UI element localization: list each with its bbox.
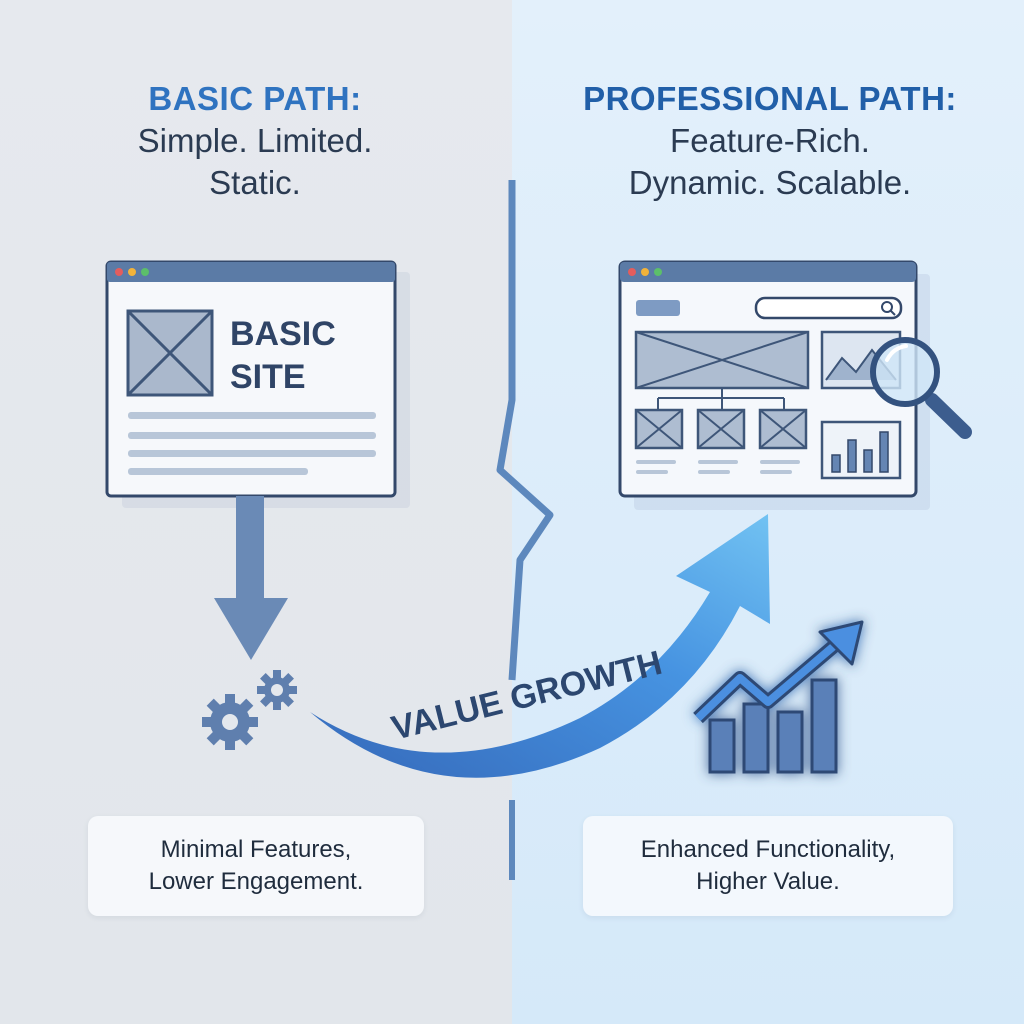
basic-site-window-icon: BASIC SITE — [105, 260, 410, 508]
basic-path-subtitle-line2: Static. — [209, 164, 301, 201]
basic-path-subtitle-line1: Simple. Limited. — [137, 122, 373, 159]
magnifier-icon — [870, 337, 972, 439]
professional-caption-line1: Enhanced Functionality, — [640, 836, 896, 863]
gear-icon — [202, 670, 297, 750]
hero-image-placeholder-icon — [634, 330, 810, 390]
basic-path-heading: BASIC PATH: Simple. Limited. Static. — [60, 80, 450, 204]
basic-path-caption: Minimal Features, Lower Engagement. — [88, 816, 424, 916]
sitemap-icon — [634, 388, 808, 450]
basic-caption-line2: Lower Engagement. — [148, 868, 364, 895]
growth-chart-icon — [693, 620, 864, 774]
basic-site-label-line2: SITE — [230, 358, 306, 396]
growth-arrow-icon — [310, 514, 770, 778]
search-icon — [754, 296, 903, 320]
professional-path-heading: PROFESSIONAL PATH: Feature-Rich. Dynamic… — [540, 80, 1000, 204]
image-placeholder-icon — [126, 309, 214, 397]
professional-site-window-icon — [618, 260, 930, 510]
basic-caption-line1: Minimal Features, — [160, 836, 352, 863]
basic-site-label-line1: BASIC — [230, 315, 336, 353]
professional-path-caption: Enhanced Functionality, Higher Value. — [583, 816, 953, 916]
professional-path-title: PROFESSIONAL PATH: — [583, 80, 957, 117]
professional-caption-line2: Higher Value. — [696, 868, 840, 895]
basic-path-title: BASIC PATH: — [148, 80, 362, 117]
down-arrow-icon — [214, 496, 288, 660]
professional-path-subtitle-line2: Dynamic. Scalable. — [628, 164, 912, 201]
professional-path-subtitle-line1: Feature-Rich. — [670, 122, 870, 159]
path-divider — [496, 180, 554, 681]
bar-chart-icon — [820, 420, 902, 480]
